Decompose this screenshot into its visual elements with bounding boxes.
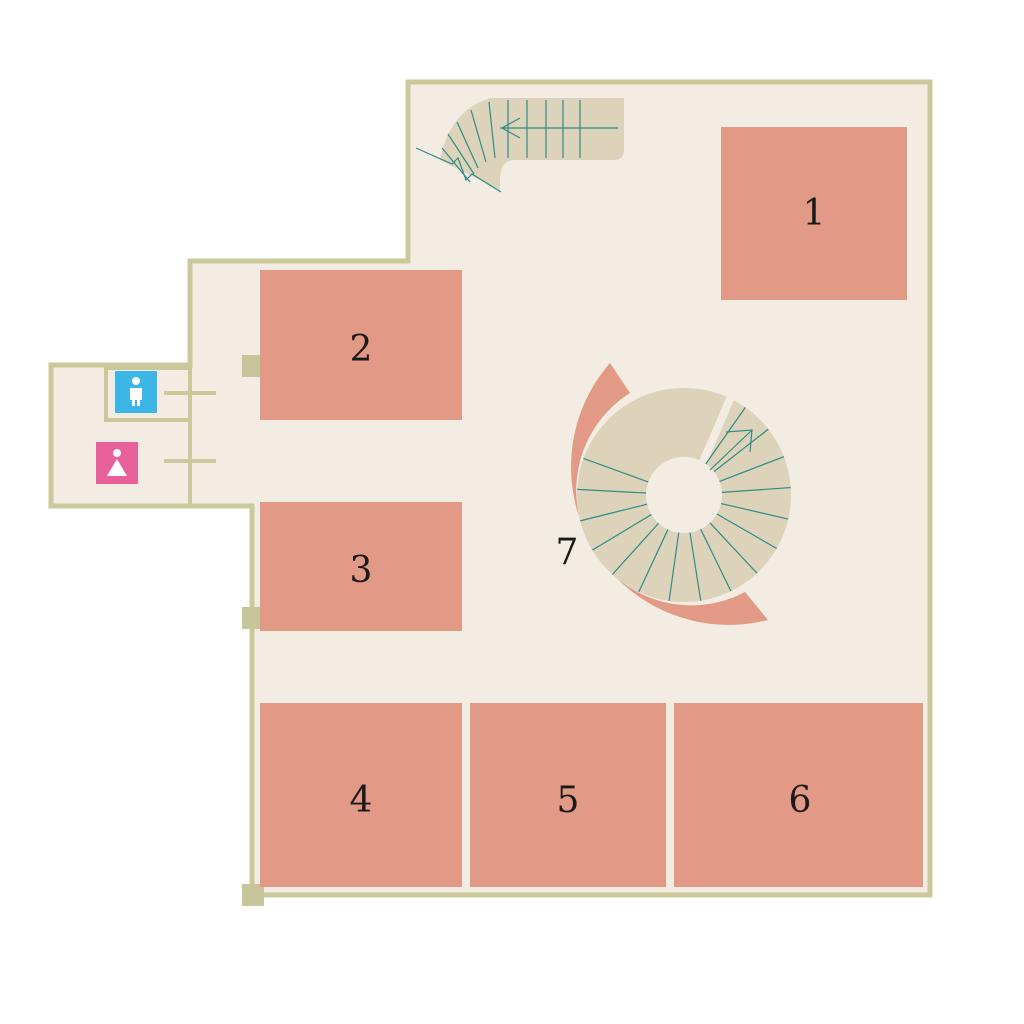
room-7[interactable] [571,363,768,625]
room-2[interactable] [260,270,462,420]
man-restroom-icon [115,371,157,413]
spiral-step [720,502,789,520]
rooms [260,127,923,887]
room-1-label: 1 [803,193,826,234]
stairs-icon [415,98,624,193]
woman-restroom-icon [96,442,138,484]
room-6[interactable] [674,703,923,887]
room-7-label: 7 [556,532,579,573]
spiral-step [705,407,746,465]
spiral-stairs-icon [577,388,791,602]
spiral-step [580,503,648,522]
spiral-step [721,486,791,493]
spiral-step [583,457,649,483]
room-labels: 1 2 3 4 5 6 7 [350,193,826,821]
spiral-step [577,488,647,494]
room-6-label: 6 [789,780,812,821]
room-2-label: 2 [350,329,373,370]
spiral-step [709,522,758,574]
room-3[interactable] [260,502,462,631]
room-4[interactable] [260,703,462,887]
room-4-label: 4 [350,780,373,821]
spiral-step [668,532,680,602]
restroom-walls [104,365,216,506]
spiral-step [591,514,652,551]
spiral-step [716,513,777,550]
room-1[interactable] [721,127,907,300]
room-3-label: 3 [350,550,373,591]
room-5[interactable] [470,703,666,887]
spiral-step [719,456,785,482]
spiral-step [638,529,669,593]
wall-columns [242,355,264,906]
spiral-step [611,522,660,575]
spiral-step [713,428,769,473]
room-5-label: 5 [557,780,580,821]
spiral-step [700,528,732,592]
spiral-step [689,532,702,601]
